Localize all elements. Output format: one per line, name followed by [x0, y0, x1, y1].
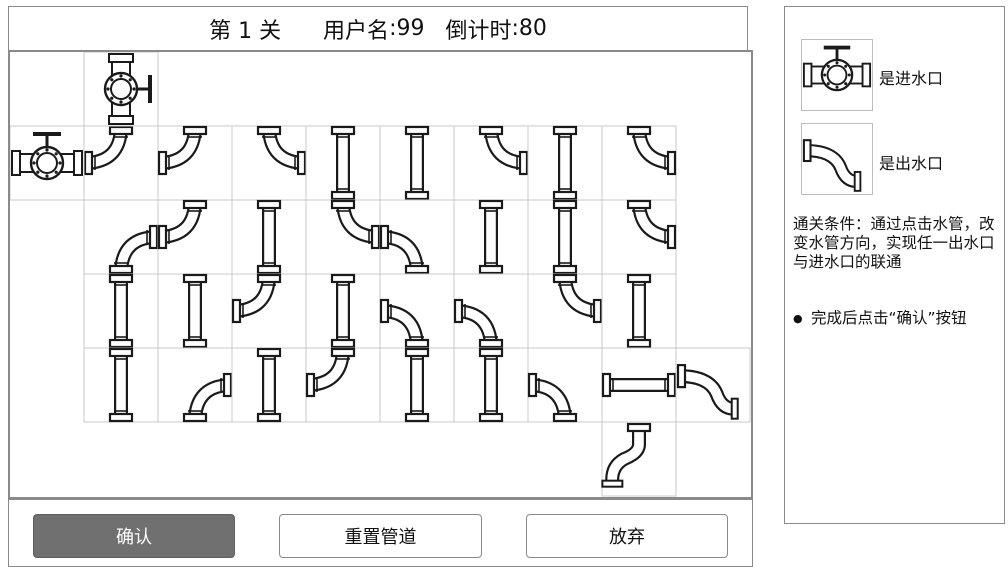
pipe-tile[interactable] [527, 125, 603, 201]
legend-inlet-text: 是进水口 [879, 69, 944, 88]
legend-outlet-text: 是出水口 [879, 154, 944, 173]
pipe-tile[interactable] [527, 273, 603, 349]
pipe-tile[interactable] [157, 347, 233, 423]
pipe-tile[interactable] [379, 347, 455, 423]
outlet-spout-bottom[interactable] [601, 421, 677, 497]
pipe-board [8, 50, 753, 499]
pipe-tile[interactable] [305, 125, 381, 201]
pipe-board-canvas [10, 52, 751, 497]
pipe-tile[interactable] [527, 347, 603, 423]
inlet-valve-icon [802, 45, 872, 92]
inlet-valve-top[interactable] [83, 52, 159, 127]
legend-inlet-tile [801, 39, 873, 111]
action-bar: 确认 重置管道 放弃 [8, 499, 753, 567]
pipe-tile[interactable] [83, 199, 159, 275]
pipe-tile[interactable] [83, 125, 159, 201]
pipe-tile[interactable] [601, 273, 677, 349]
pipe-tile[interactable] [157, 273, 233, 349]
inlet-valve-icon [802, 45, 872, 92]
pipe-tile[interactable] [157, 199, 233, 275]
level-indicator: 第 1 关 [209, 18, 282, 44]
pipe-tile[interactable] [231, 273, 307, 349]
outlet-spout-right[interactable] [675, 347, 751, 423]
legend-panel: 是进水口 是出水口 通关条件：通过点击水管，改变水管方向，实现任一出水口与进水口… [784, 6, 1005, 524]
timer-value: 80 [518, 16, 547, 41]
pipe-tile[interactable] [305, 347, 381, 423]
pipe-tile[interactable] [379, 199, 455, 275]
confirm-instruction-text: 完成后点击“确认”按钮 [811, 309, 967, 327]
pipe-tile[interactable] [379, 125, 455, 201]
game-header: 第 1 关 用户名:99 倒计时:80 [8, 6, 748, 50]
pipe-tile[interactable] [601, 199, 677, 275]
pipe-tile[interactable] [231, 125, 307, 201]
pipe-tile[interactable] [601, 125, 677, 201]
pipe-tile[interactable] [527, 199, 603, 275]
pipe-tile[interactable] [305, 199, 381, 275]
pipe-tile[interactable] [453, 199, 529, 275]
username-value: 99 [396, 16, 425, 41]
legend-outlet-tile [801, 123, 873, 195]
pipe-tile[interactable] [379, 273, 455, 349]
pipe-tile[interactable] [231, 347, 307, 423]
pipe-tile[interactable] [305, 273, 381, 349]
pipe-tile[interactable] [231, 199, 307, 275]
username-separator: : [389, 16, 397, 41]
pipe-tile[interactable] [601, 347, 677, 423]
pipe-tile[interactable] [453, 125, 529, 201]
instruction-item: ● 完成后点击“确认”按钮 [793, 309, 999, 328]
timer-separator: : [511, 16, 519, 41]
pipe-tile[interactable] [157, 125, 233, 201]
give-up-button[interactable]: 放弃 [526, 514, 728, 558]
win-condition-text: 通关条件：通过点击水管，改变水管方向，实现任一出水口与进水口的联通 [793, 215, 995, 271]
pipe-tile[interactable] [453, 347, 529, 423]
outlet-spout-icon [802, 139, 862, 192]
pipe-tile[interactable] [453, 273, 529, 349]
username-label: 用户名 [323, 18, 390, 44]
confirm-button[interactable]: 确认 [33, 514, 235, 558]
pipe-tile[interactable] [83, 273, 159, 349]
outlet-spout-icon [802, 139, 862, 192]
pipe-tile[interactable] [83, 347, 159, 423]
inlet-valve-left[interactable] [10, 125, 85, 201]
reset-pipes-button[interactable]: 重置管道 [279, 514, 482, 558]
bullet-icon: ● [793, 312, 803, 325]
timer-label: 倒计时 [445, 18, 512, 44]
